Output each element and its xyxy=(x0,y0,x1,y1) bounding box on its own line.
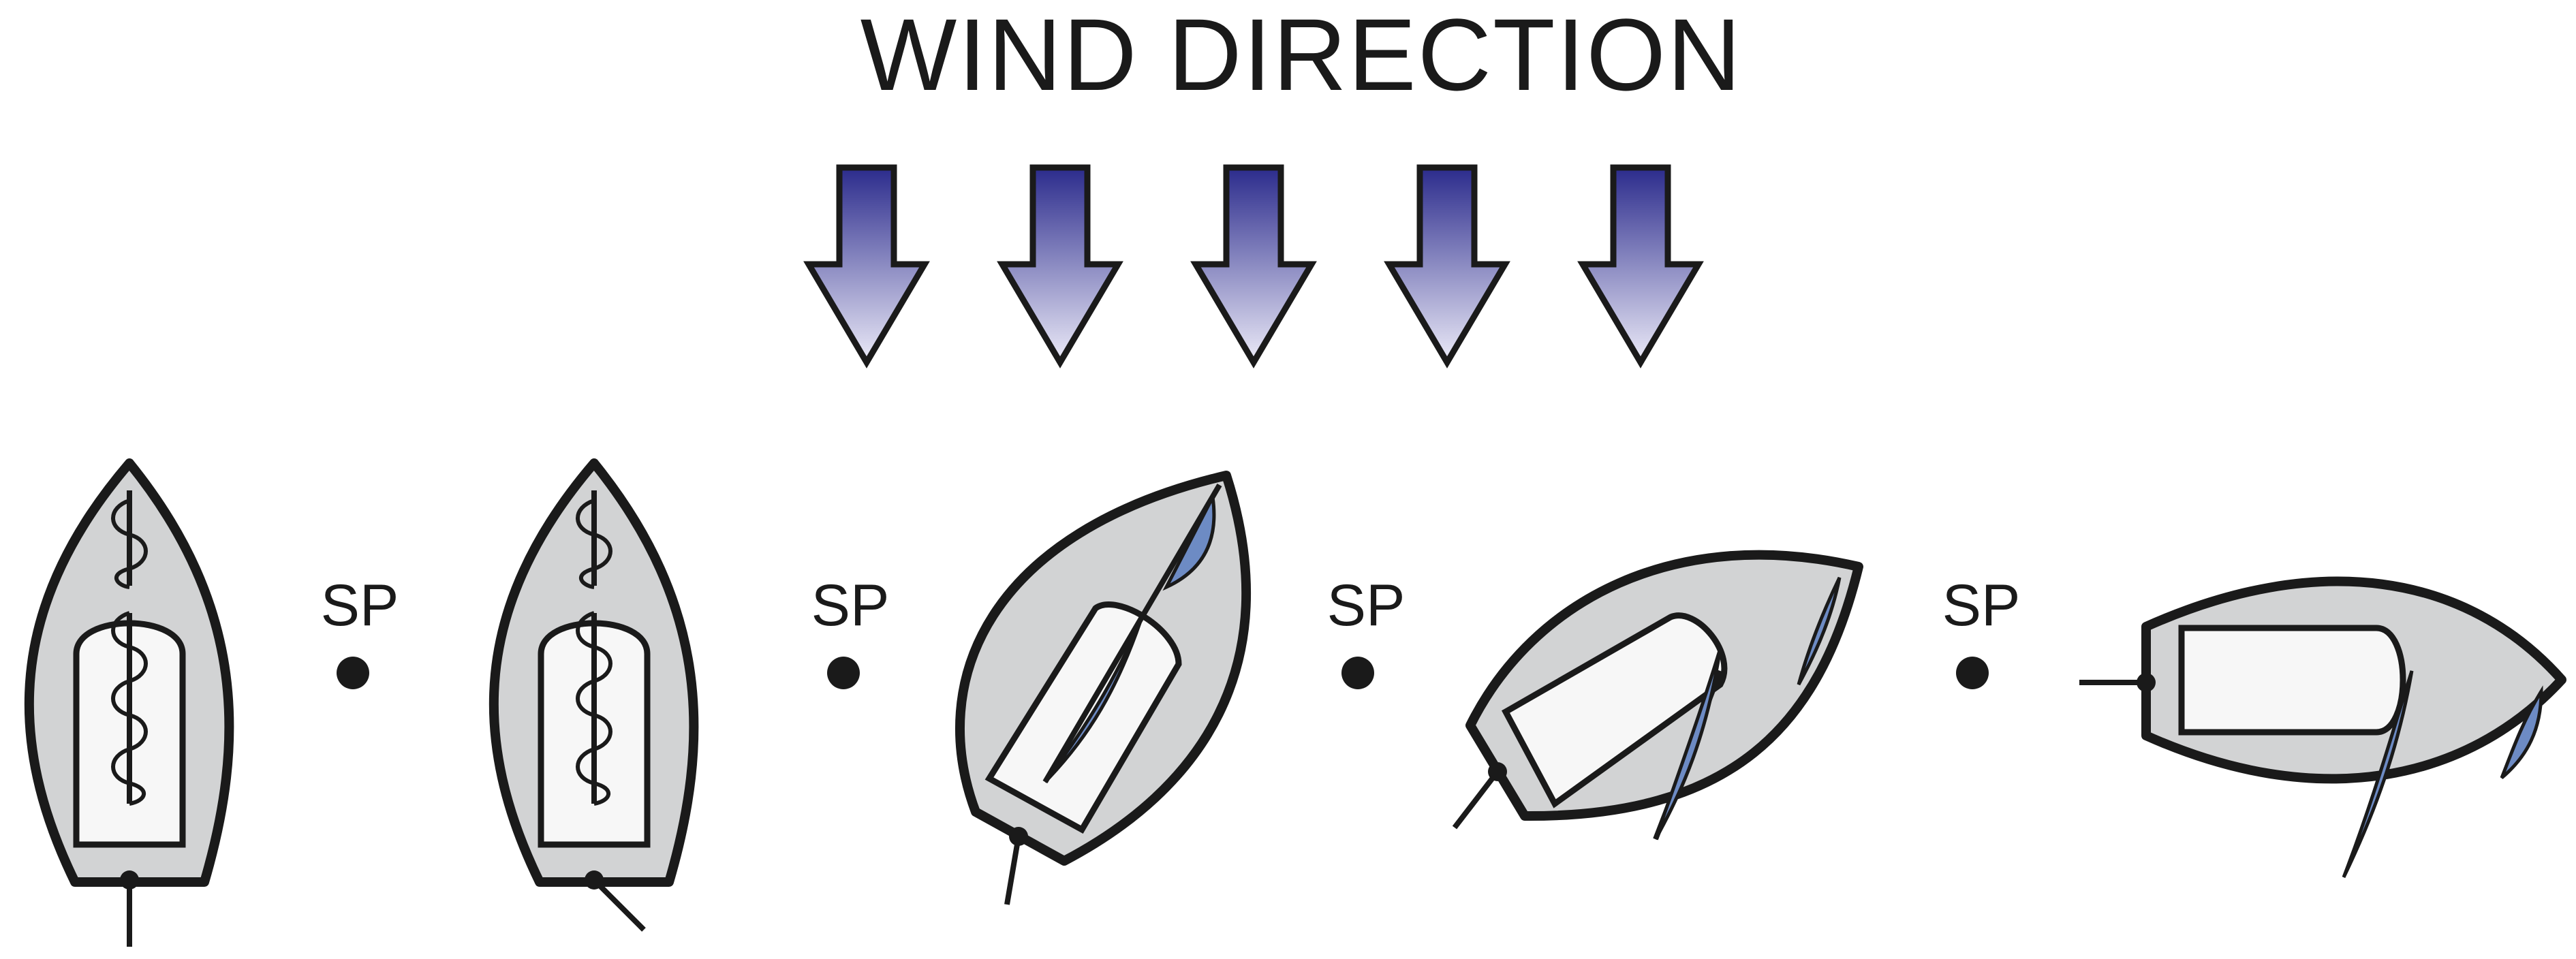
wind-arrow-icon xyxy=(803,164,930,368)
boat-beam-reach xyxy=(2079,576,2566,879)
pivot-point: SP xyxy=(1327,573,1406,689)
wind-arrow-icon xyxy=(1190,164,1317,368)
cockpit xyxy=(1501,612,1728,808)
wind-arrow-icon xyxy=(1384,164,1510,368)
pivot-label: SP xyxy=(811,573,890,638)
luffing-sail-icon xyxy=(111,490,148,806)
boat-bearing-away xyxy=(955,471,1252,905)
pivot-label: SP xyxy=(1327,573,1406,638)
pivot-dot xyxy=(1956,657,1989,689)
pivot-dot xyxy=(827,657,860,689)
rudder xyxy=(1004,827,1028,905)
rudder xyxy=(585,870,646,932)
boat-close-reach xyxy=(1452,550,1863,840)
pivot-point: SP xyxy=(1942,573,2021,689)
wind-arrow-icon xyxy=(997,164,1123,368)
sail-icon xyxy=(1042,483,1222,784)
luffing-sail-icon xyxy=(576,490,612,806)
diagram-title: WIND DIRECTION xyxy=(860,0,1743,112)
pivot-dot xyxy=(337,657,369,689)
boat-head-to-wind xyxy=(24,458,234,947)
pivot-point: SP xyxy=(321,573,399,689)
pivot-label: SP xyxy=(1942,573,2021,638)
wind-arrows xyxy=(803,164,1704,368)
rudder xyxy=(1452,762,1507,830)
pivot-dot xyxy=(1341,657,1374,689)
boat-head-to-wind-rudder-over xyxy=(488,458,699,932)
pivot-label: SP xyxy=(321,573,399,638)
wind-arrow-icon xyxy=(1577,164,1704,368)
rudder xyxy=(2079,673,2156,692)
sail-icon xyxy=(2342,670,2543,879)
pivot-point: SP xyxy=(811,573,890,689)
cockpit xyxy=(2178,625,2406,736)
sail-icon xyxy=(1653,576,1842,840)
rudder xyxy=(120,870,139,947)
